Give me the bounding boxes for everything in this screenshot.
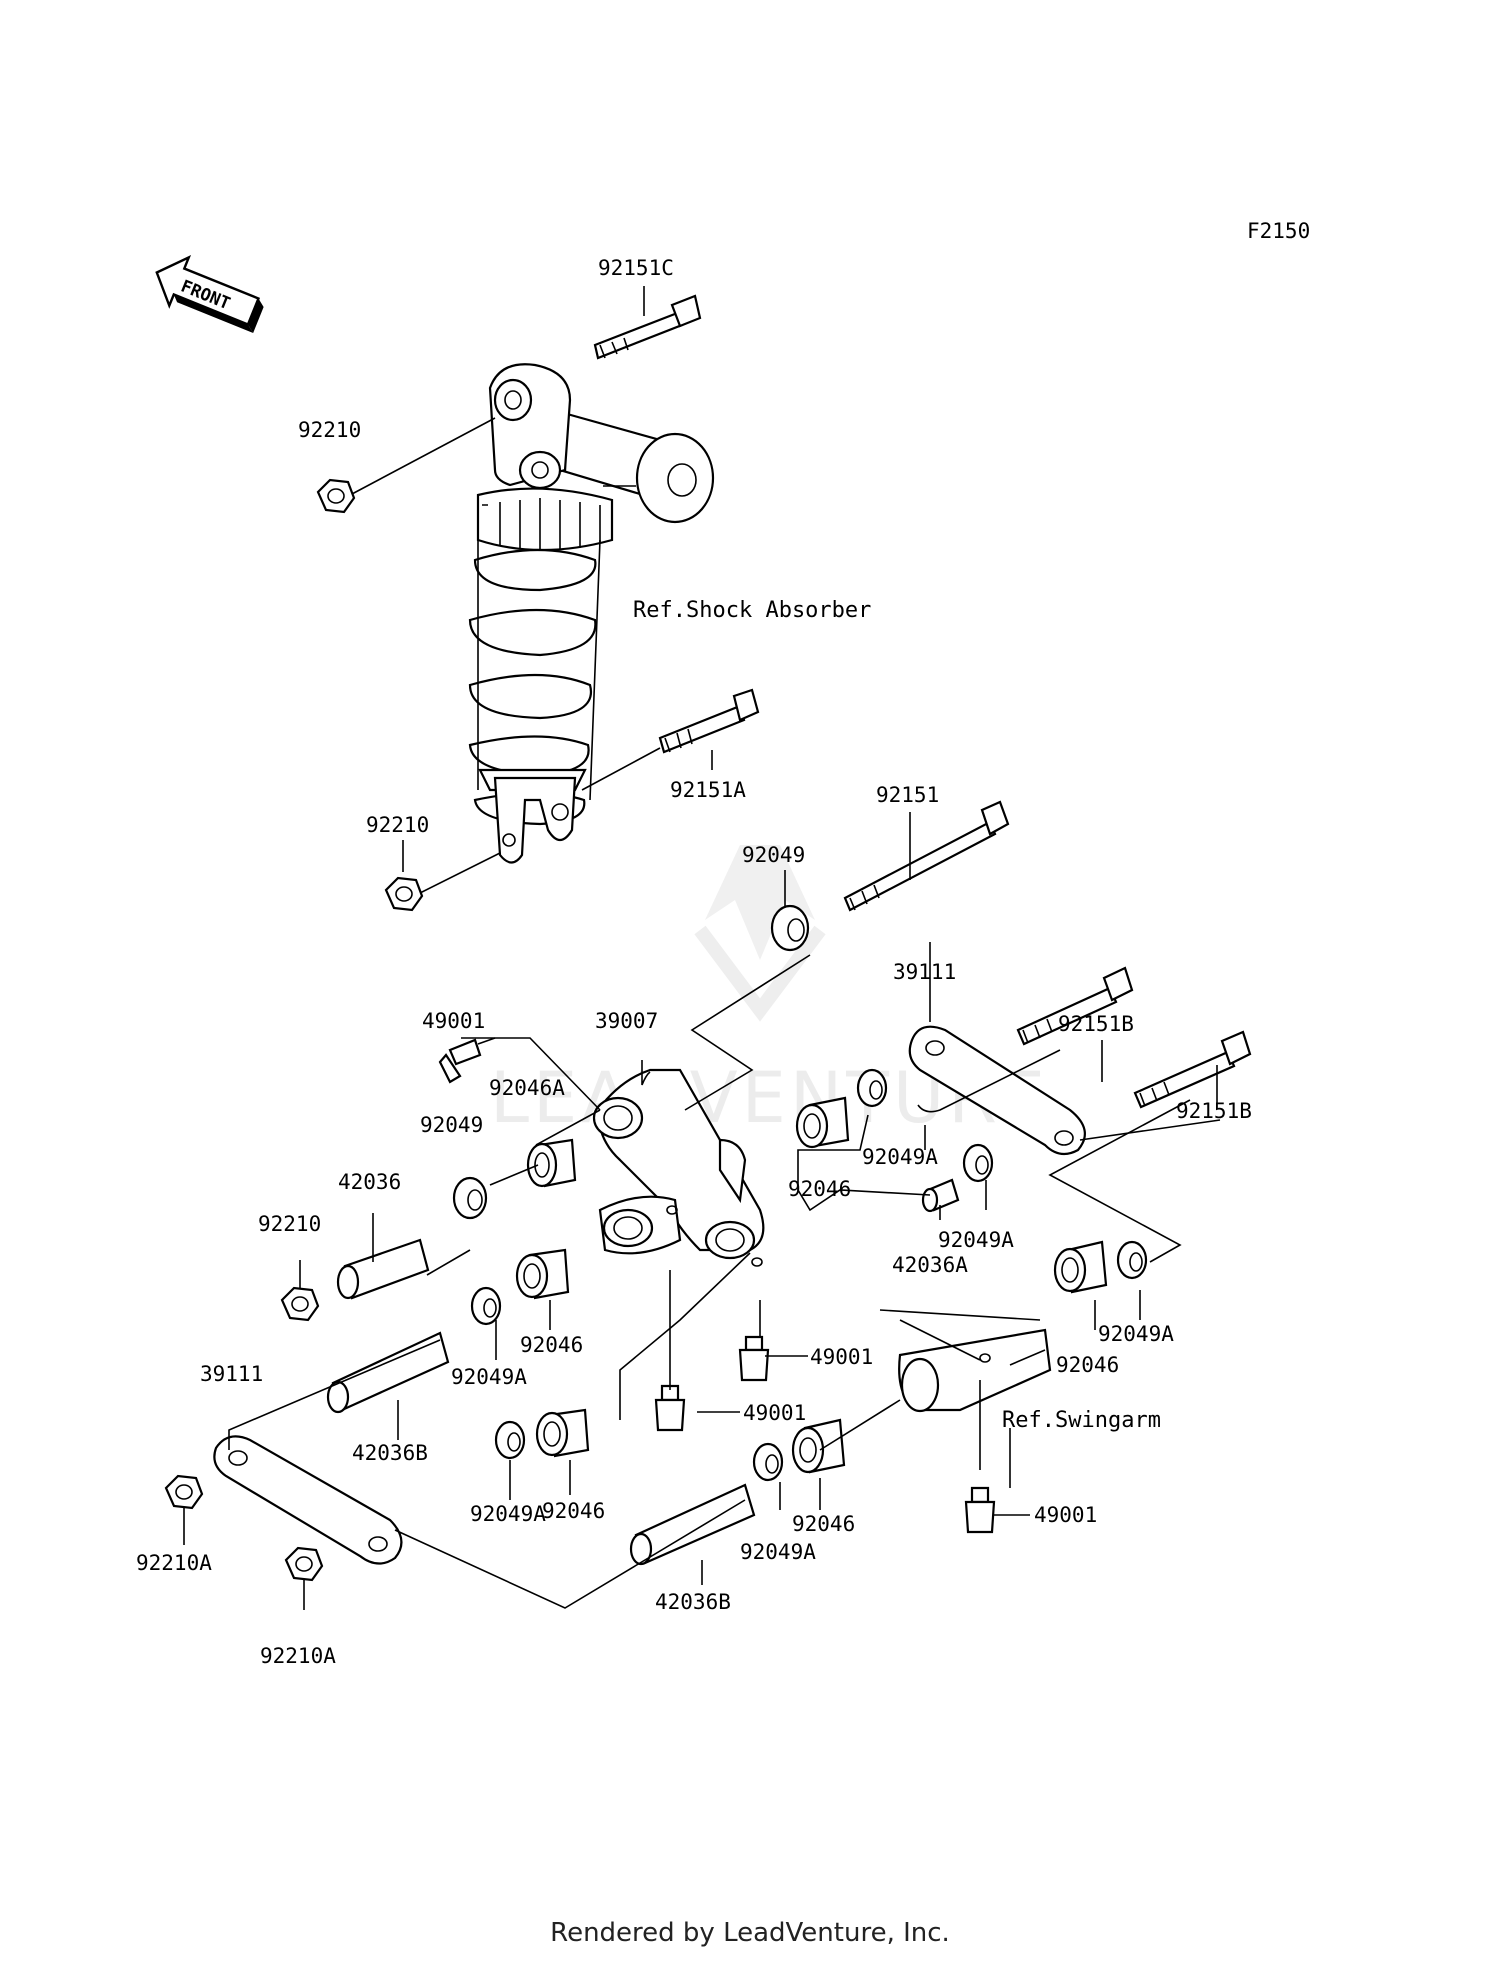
washer-92049a-c: [1116, 1240, 1148, 1280]
bolt-92151b-upper: [1016, 966, 1134, 1046]
nut-92210a-upper: [164, 1474, 204, 1510]
washer-92049a-b: [962, 1143, 994, 1183]
part-label: 92049A: [470, 1502, 546, 1526]
nut-92210-lower: [384, 876, 424, 912]
sleeve-42036b-lower: [629, 1483, 756, 1566]
part-label: 92151B: [1058, 1012, 1134, 1036]
washer-92049-left: [452, 1176, 488, 1220]
part-label: 92046: [788, 1177, 851, 1201]
ref-swingarm-label: Ref.Swingarm: [1002, 1408, 1161, 1433]
part-label: 92046A: [489, 1076, 565, 1100]
part-label: 92210A: [136, 1551, 212, 1575]
part-label: 92049A: [451, 1365, 527, 1389]
part-label: 92046: [792, 1512, 855, 1536]
part-label: 49001: [1034, 1503, 1097, 1527]
rocker-arm-39007: [592, 1068, 765, 1267]
part-label: 92049A: [1098, 1322, 1174, 1346]
bolt-92151b-lower: [1133, 1030, 1252, 1109]
link-39111-lower: [213, 1435, 403, 1565]
washer-92049a-e: [494, 1420, 526, 1460]
part-label: 92210: [298, 418, 361, 442]
part-label: 92049A: [938, 1228, 1014, 1252]
grease-nipple-49001-a: [438, 1037, 496, 1084]
bolt-92151a: [658, 688, 760, 754]
grease-nipple-49001-d: [964, 1486, 996, 1534]
washer-92049-top: [770, 904, 810, 952]
ref-shock-absorber-label: Ref.Shock Absorber: [633, 598, 871, 623]
part-label: 42036A: [892, 1253, 968, 1277]
part-label: 92046: [1056, 1353, 1119, 1377]
washer-92049a-d: [470, 1286, 502, 1326]
part-label: 49001: [810, 1345, 873, 1369]
nut-92210a-lower: [284, 1546, 324, 1582]
part-label: 42036: [338, 1170, 401, 1194]
bearing-92046-a: [795, 1096, 850, 1149]
part-label: 92151A: [670, 778, 746, 802]
part-label: 92151B: [1176, 1099, 1252, 1123]
front-arrow-icon: FRONT: [155, 255, 264, 334]
grease-nipple-49001-c: [654, 1384, 686, 1432]
part-label: 39111: [200, 1362, 263, 1386]
part-label: 92049: [420, 1113, 483, 1137]
part-label: 92210: [258, 1212, 321, 1236]
bearing-92046-c: [1053, 1240, 1108, 1294]
bearing-92046-d: [535, 1408, 590, 1458]
washer-92049a-a: [856, 1068, 888, 1108]
part-label: 92210: [366, 813, 429, 837]
part-label: 92049A: [740, 1540, 816, 1564]
part-label: 92151: [876, 783, 939, 807]
bearing-92046a: [526, 1138, 577, 1188]
bearing-92046-b: [515, 1248, 570, 1300]
diagram-code: F2150: [1247, 219, 1310, 243]
part-label: 92151C: [598, 256, 674, 280]
sleeve-42036: [336, 1238, 430, 1300]
part-label: 92210A: [260, 1644, 336, 1668]
part-label: 42036B: [655, 1590, 731, 1614]
part-label: 92046: [520, 1333, 583, 1357]
footer-credit: Rendered by LeadVenture, Inc.: [550, 1918, 950, 1948]
part-label: 92049A: [862, 1145, 938, 1169]
washer-92049a-f: [752, 1442, 784, 1482]
part-label: 92049: [742, 843, 805, 867]
nut-92210-left: [280, 1286, 320, 1322]
part-label: 39111: [893, 960, 956, 984]
bolt-92151c: [593, 294, 702, 360]
bolt-92151: [843, 800, 1010, 912]
bearing-92046-e: [791, 1418, 846, 1474]
part-label: 49001: [422, 1009, 485, 1033]
part-label: 42036B: [352, 1441, 428, 1465]
sleeve-42036b-upper: [326, 1331, 450, 1414]
grease-nipple-49001-b: [738, 1335, 770, 1382]
shock-absorber: [468, 363, 715, 864]
link-39111-upper: [908, 1025, 1086, 1156]
swingarm-section: [898, 1328, 1052, 1413]
part-label: 39007: [595, 1009, 658, 1033]
part-labels: 92151C 92210 92151A 92210 92151 92049 39…: [136, 256, 1252, 1668]
part-label: 49001: [743, 1401, 806, 1425]
leader-lines: [183, 286, 1221, 1610]
part-label: 92046: [542, 1499, 605, 1523]
nut-92210-upper: [316, 478, 356, 514]
sleeve-42036a: [921, 1178, 960, 1213]
